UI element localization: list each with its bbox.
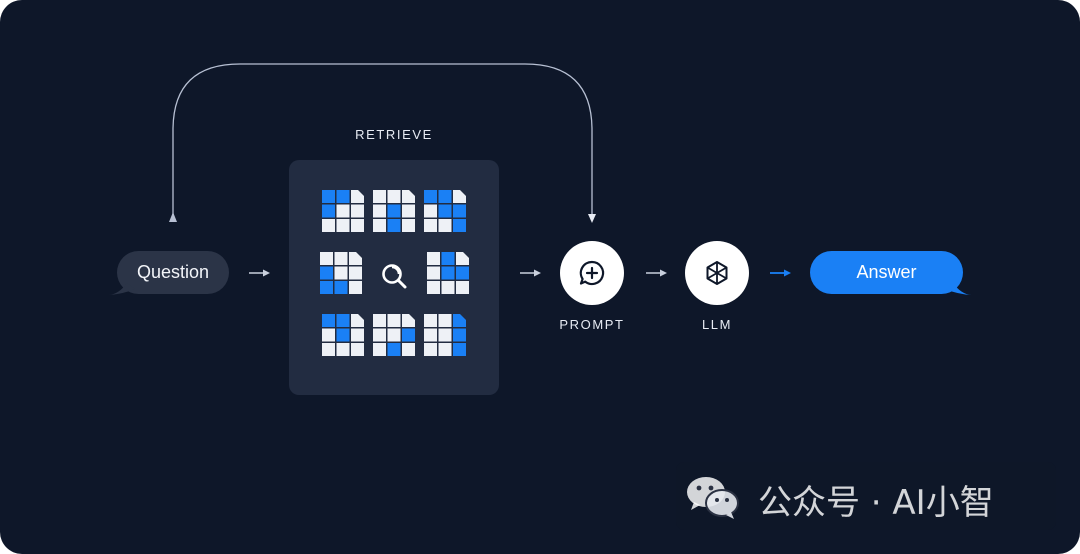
- feedback-loop-arrowhead-right: [588, 214, 596, 223]
- prompt-node: [560, 241, 624, 305]
- answer-label: Answer: [856, 262, 917, 282]
- answer-bubble: [810, 251, 971, 295]
- search-icon: [382, 264, 407, 289]
- retrieve-panel: [289, 160, 499, 395]
- question-label: Question: [136, 262, 210, 282]
- feedback-loop-line: [172, 63, 593, 218]
- retrieve-label: RETRIEVE: [355, 127, 433, 142]
- feedback-loop-arrowhead-left: [169, 212, 177, 222]
- llm-label: LLM: [701, 317, 733, 332]
- document-icon: [424, 314, 466, 356]
- document-icon: [373, 314, 415, 356]
- wechat-icon: [687, 477, 739, 519]
- watermark-text: 公众号 · AI小智: [758, 483, 994, 523]
- arrow-retrieve-to-prompt: [520, 269, 541, 277]
- document-icon: [373, 190, 415, 232]
- document-icon: [427, 252, 469, 294]
- document-icon: [322, 314, 364, 356]
- question-bubble: [109, 251, 229, 295]
- document-icon: [424, 190, 466, 232]
- document-icon: [322, 190, 364, 232]
- arrow-prompt-to-llm: [646, 269, 667, 277]
- document-icon: [320, 252, 362, 294]
- watermark: 公众号 · AI小智: [676, 462, 1056, 530]
- chat-plus-icon: [579, 260, 605, 286]
- model-cube-icon: [706, 261, 728, 285]
- arrow-llm-to-answer: [770, 269, 791, 277]
- llm-node: [685, 241, 749, 305]
- prompt-label: PROMPT: [559, 317, 625, 332]
- arrow-question-to-retrieve: [249, 269, 270, 277]
